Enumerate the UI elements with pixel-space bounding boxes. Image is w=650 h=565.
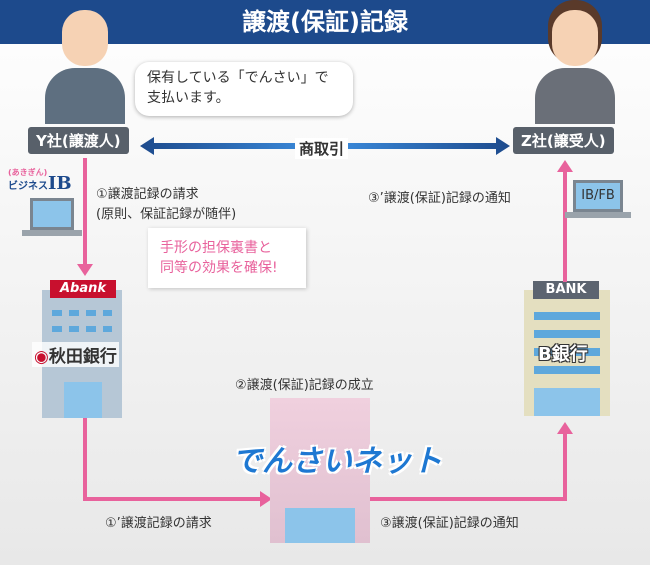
akita-bank-label: ◉秋田銀行 [32,342,119,367]
akigin-ib-logo: (あきぎん)ビジネスIB [8,168,72,194]
diagram-title: 譲渡(保証)記録 [0,0,650,44]
arrow-line [563,432,567,501]
transferee-label: Z社(譲受人) [513,127,614,154]
transferee-person [530,2,620,124]
laptop-icon: IB/FB [565,180,631,222]
arrow-head [557,422,573,434]
densai-net-building [270,398,370,543]
trade-label: 商取引 [295,138,349,159]
b-bank-building [524,290,610,416]
bank-sign: BANK [533,281,599,299]
step1-text: ①譲渡記録の請求(原則、保証記録が随伴) [96,187,237,222]
densai-net-logo: でんさいネット [232,444,442,479]
speech-bubble: 保有している「でんさい」で 支払います。 [135,62,353,116]
akita-bank-logo-icon: ◉ [34,347,49,367]
b-bank-label: B銀行 [538,344,588,365]
step2-text: ②譲渡(保証)記録の成立 [235,378,374,393]
bubble-line-1: 保有している「でんさい」で [147,70,329,86]
arrow-head [260,491,272,507]
laptop-icon [22,198,82,240]
arrow-line [563,170,567,282]
step3-text: ③譲渡(保証)記録の通知 [380,516,519,531]
step3-prime-text: ③’譲渡(保証)記録の通知 [368,191,511,206]
arrow-head [557,160,573,172]
transferor-label: Y社(譲渡人) [28,127,129,154]
arrow-line [83,497,263,501]
arrow-line [83,158,87,266]
note-box: 手形の担保裏書と同等の効果を確保! [148,228,306,288]
transferor-person [40,2,130,124]
arrow-line [370,497,567,501]
bubble-line-2: 支払います。 [147,90,230,106]
arrow-head [77,264,93,276]
arrow-line [83,418,87,500]
step1-prime-text: ①’譲渡記録の請求 [105,516,212,531]
abank-sign: Abank [50,280,116,298]
